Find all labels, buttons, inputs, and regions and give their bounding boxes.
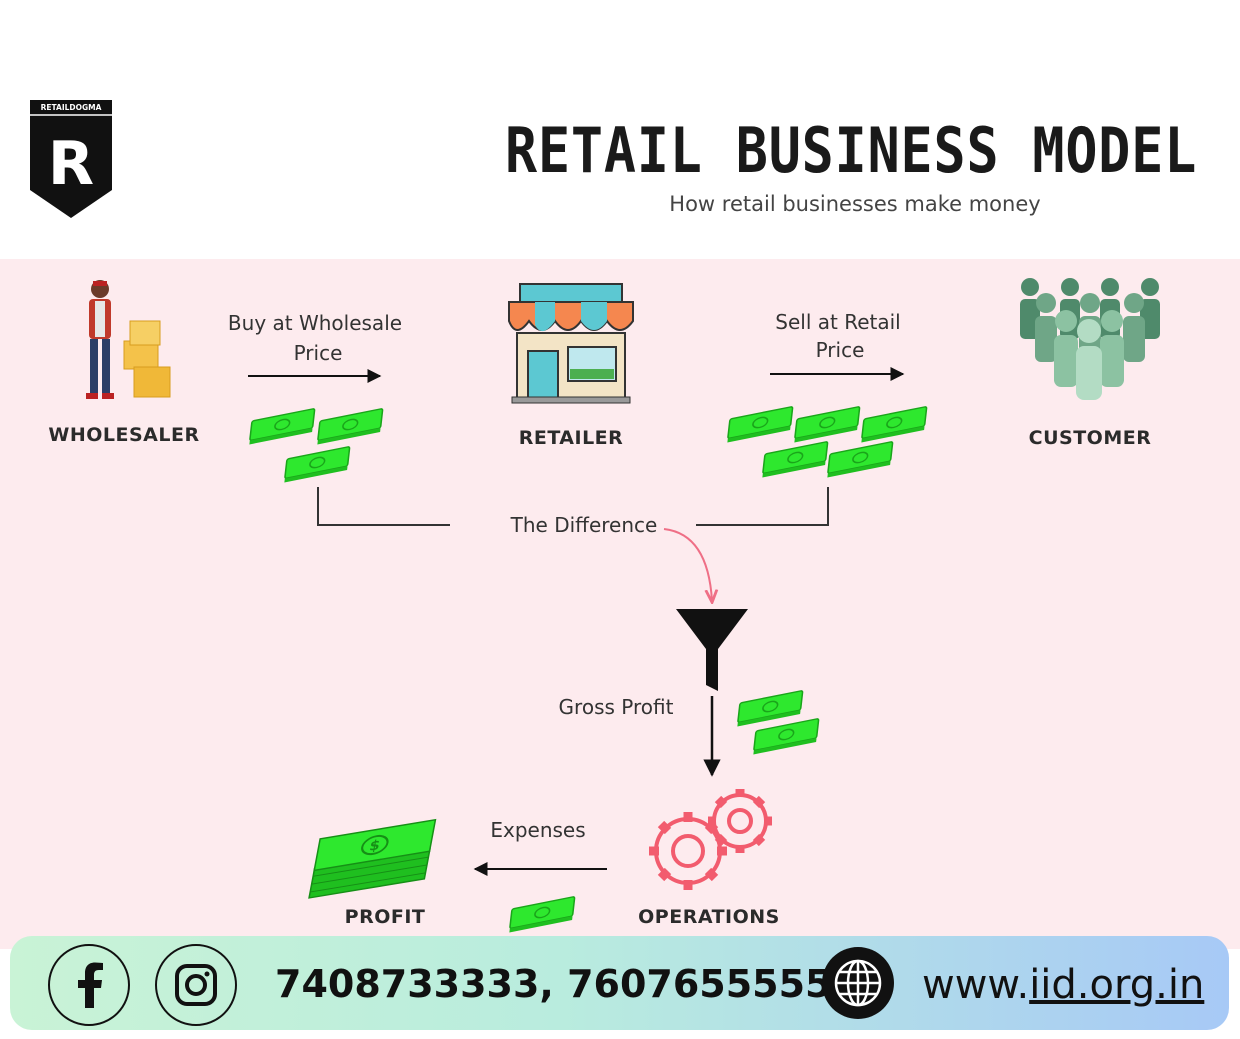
retailer-store-icon bbox=[508, 283, 634, 404]
expenses-label: Expenses bbox=[490, 818, 585, 842]
operations-gears-icon bbox=[649, 789, 772, 890]
profit-cash-stack-icon: $ bbox=[308, 818, 437, 899]
sell-label-line2: Price bbox=[816, 338, 865, 362]
page-title: RETAIL BUSINESS MODEL bbox=[505, 114, 1198, 187]
buy-label-line2: Price bbox=[294, 341, 343, 365]
retaildogma-logo: RETAILDOGMA R bbox=[30, 100, 112, 218]
difference-bracket-left bbox=[317, 487, 450, 526]
wholesaler-icon bbox=[86, 280, 171, 399]
wholesale-cash-icon bbox=[248, 407, 384, 484]
profit-label: PROFIT bbox=[345, 906, 426, 928]
facebook-icon bbox=[78, 962, 103, 1008]
expenses-cash-icon bbox=[508, 895, 576, 934]
customer-crowd-icon bbox=[1020, 278, 1160, 400]
globe-icon bbox=[834, 959, 882, 1007]
retailer-label: RETAILER bbox=[519, 427, 624, 449]
operations-label: OPERATIONS bbox=[638, 906, 780, 928]
logo-letter: R bbox=[48, 129, 94, 199]
svg-text:$: $ bbox=[368, 838, 381, 855]
difference-bracket-right bbox=[696, 487, 829, 526]
business-model-diagram: WHOLESALER Buy at Wholesale Price RETAIL… bbox=[48, 278, 1160, 934]
contact-footer: 7408733333, 7607655555 www.iid.org.in bbox=[10, 936, 1229, 1030]
instagram-icon bbox=[175, 964, 217, 1006]
website-globe-link[interactable] bbox=[822, 947, 894, 1019]
website-url[interactable]: www.iid.org.in bbox=[922, 962, 1204, 1008]
instagram-link[interactable] bbox=[155, 944, 237, 1026]
gross-profit-cash-icon bbox=[736, 689, 820, 756]
logo-brand-text: RETAILDOGMA bbox=[41, 103, 102, 112]
sell-label-line1: Sell at Retail bbox=[775, 310, 900, 334]
wholesaler-label: WHOLESALER bbox=[48, 424, 199, 446]
phone-numbers[interactable]: 7408733333, 7607655555 bbox=[275, 962, 832, 1006]
gross-profit-label: Gross Profit bbox=[559, 695, 674, 719]
difference-label: The Difference bbox=[510, 513, 658, 537]
funnel-icon bbox=[676, 609, 748, 691]
difference-arrow bbox=[663, 528, 712, 601]
website-prefix: www. bbox=[922, 962, 1030, 1008]
facebook-link[interactable] bbox=[48, 944, 130, 1026]
retail-cash-icon bbox=[726, 405, 928, 479]
customer-label: CUSTOMER bbox=[1029, 427, 1152, 449]
website-domain: iid.org.in bbox=[1029, 962, 1205, 1008]
page-subtitle: How retail businesses make money bbox=[669, 192, 1041, 216]
buy-label-line1: Buy at Wholesale bbox=[228, 311, 402, 335]
